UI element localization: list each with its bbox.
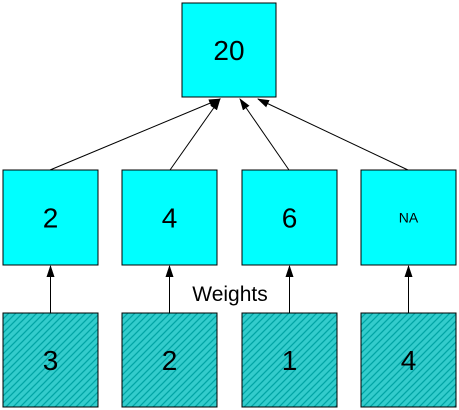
- middle-value-1: 2: [43, 203, 59, 234]
- middle-value-4: NA: [399, 210, 419, 226]
- edge-arrow: [169, 98, 221, 171]
- weight-box-3: [241, 312, 338, 408]
- middle-node: 2: [2, 169, 99, 266]
- edge-arrow: [239, 98, 290, 171]
- edge-arrow: [49, 98, 221, 171]
- weight-value-2: 2: [162, 345, 178, 376]
- weight-box-4: [360, 312, 457, 408]
- weight-box-2: [121, 312, 218, 408]
- weight-value-1: 3: [43, 345, 59, 376]
- weights-row: 3 2 1 4: [2, 312, 457, 408]
- middle-row: 2 4 6 NA: [2, 169, 457, 266]
- weight-node: 1: [241, 312, 338, 408]
- middle-node: 4: [121, 169, 218, 266]
- middle-value-3: 6: [282, 203, 298, 234]
- weight-node: 4: [360, 312, 457, 408]
- edge-arrow: [257, 98, 409, 171]
- weight-value-3: 1: [282, 345, 298, 376]
- middle-box-2: [121, 169, 218, 266]
- root-value: 20: [213, 35, 244, 66]
- middle-box-1: [2, 169, 99, 266]
- weight-box-1: [2, 312, 99, 408]
- middle-box-4: [360, 169, 457, 266]
- weight-value-4: 4: [401, 345, 417, 376]
- middle-node: NA: [360, 169, 457, 266]
- middle-node: 6: [241, 169, 338, 266]
- weights-caption: Weights: [192, 283, 267, 306]
- root-node: 20: [181, 2, 277, 98]
- middle-box-3: [241, 169, 338, 266]
- edges-layer: [46, 98, 413, 313]
- root-box: [181, 2, 277, 98]
- middle-value-2: 4: [162, 203, 178, 234]
- weight-node: 3: [2, 312, 99, 408]
- weight-node: 2: [121, 312, 218, 408]
